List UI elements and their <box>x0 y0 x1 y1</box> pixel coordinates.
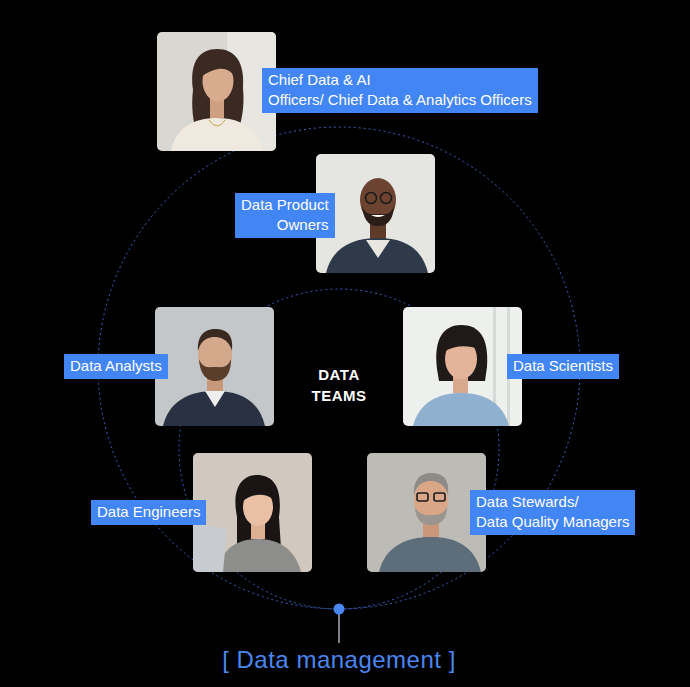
jacket <box>163 391 265 426</box>
shirt <box>205 391 225 407</box>
photo-background <box>367 453 486 572</box>
glasses <box>366 193 377 204</box>
jacket <box>326 238 428 273</box>
glasses <box>417 493 428 501</box>
role-label: Chief Data & AI Officers/ Chief Data & A… <box>262 68 538 113</box>
role-name: Data Stewards/ Data Quality Managers <box>476 492 629 532</box>
text-line: Data Stewards/ <box>476 492 629 512</box>
shirt <box>366 240 390 258</box>
hair <box>198 329 232 351</box>
laptop <box>193 523 227 572</box>
necklace <box>209 120 225 126</box>
role-name: Data Product Owners <box>241 195 329 235</box>
center-title: DATA TEAMS <box>307 364 371 406</box>
denim-shirt <box>413 393 509 426</box>
photo-background <box>157 32 276 151</box>
hair <box>414 473 448 495</box>
portrait-photo <box>193 453 312 572</box>
portrait-photo <box>403 307 522 426</box>
beard <box>362 206 394 226</box>
text-line: Chief Data & AI <box>268 70 532 90</box>
text-line: Data Quality Managers <box>476 512 629 532</box>
bangs <box>243 485 273 501</box>
text-line: Data Scientists <box>513 356 613 376</box>
glasses <box>381 193 392 204</box>
photo-background <box>193 453 312 572</box>
management-title: [ Data management ] <box>222 645 456 675</box>
inner-ring <box>179 289 499 609</box>
sweater <box>217 539 301 572</box>
role-label: Data Product Owners <box>235 193 335 238</box>
text-line: Data Product <box>241 195 329 215</box>
bangs <box>445 335 478 351</box>
role-label: Data Analysts <box>64 354 168 379</box>
role-name: Chief Data & AI Officers/ Chief Data & A… <box>268 70 532 110</box>
role-label: Data Scientists <box>507 354 619 379</box>
portrait-photo <box>367 453 486 572</box>
text-line: Owners <box>241 215 329 235</box>
leader-line <box>338 614 339 643</box>
ring-dot <box>334 604 345 615</box>
portrait-photo <box>155 307 274 426</box>
role-label: Data Engineers <box>91 500 206 525</box>
smile <box>371 215 385 217</box>
photo-background <box>155 307 274 426</box>
text-line: Data Engineers <box>97 502 200 522</box>
text-line: Officers/ Chief Data & Analytics Officer… <box>268 90 532 110</box>
beard <box>415 507 447 525</box>
hair-fringe <box>202 59 234 76</box>
portrait-photo <box>157 32 276 151</box>
beard <box>199 359 231 381</box>
role-label: Data Stewards/ Data Quality Managers <box>470 490 635 535</box>
text-line: Data Analysts <box>70 356 162 376</box>
role-name: Data Engineers <box>97 502 200 522</box>
role-name: Data Analysts <box>70 356 162 376</box>
photo-background <box>403 307 522 426</box>
sweater <box>171 118 263 151</box>
glasses <box>434 493 445 501</box>
hair <box>436 325 487 381</box>
role-name: Data Scientists <box>513 356 613 376</box>
jacket <box>379 537 481 572</box>
hair <box>235 475 281 549</box>
